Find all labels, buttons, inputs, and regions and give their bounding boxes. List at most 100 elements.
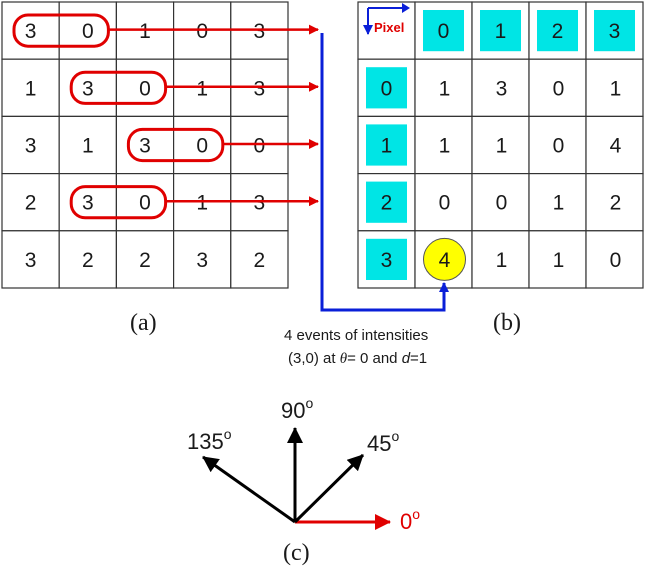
matrix-a-value: 1 <box>25 77 37 100</box>
matrix-a-value: 1 <box>196 77 208 100</box>
matrix-a-value: 2 <box>139 249 151 272</box>
matrix-a-value: 3 <box>25 249 37 272</box>
col-header-box <box>480 10 521 52</box>
matrix-b-cell <box>471 58 530 118</box>
row-header-box <box>366 67 407 109</box>
col-header-label: 3 <box>609 20 621 43</box>
matrix-b-value: 0 <box>553 135 565 158</box>
angle-45-label: 45o <box>367 428 399 456</box>
matrix-a-value: 3 <box>25 135 37 158</box>
matrix-b-cell <box>585 115 644 175</box>
matrix-b-cell <box>585 230 644 289</box>
matrix-a-value: 3 <box>82 77 94 100</box>
matrix-a-value: 0 <box>139 192 151 215</box>
matrix-a-value: 3 <box>82 192 94 215</box>
angle-135-label: 135o <box>187 426 232 454</box>
matrix-a-cell <box>58 115 118 175</box>
pixel-corner-arrow: Pixel <box>363 3 410 35</box>
matrix-b-value: 0 <box>439 192 451 215</box>
matrix-b-value: 1 <box>610 77 622 100</box>
matrix-a-value: 0 <box>196 20 208 43</box>
matrix-b-cell <box>528 115 587 175</box>
col-header-label: 0 <box>438 20 450 43</box>
connector-arrow <box>320 33 449 312</box>
row-header-box <box>366 181 407 223</box>
row-header-box <box>366 124 407 166</box>
col-header-box <box>537 10 578 52</box>
matrix-a-value: 2 <box>82 249 94 272</box>
matrix-a-cell <box>230 230 289 289</box>
row-header-label: 3 <box>381 249 393 272</box>
pixel-arrow-right-head <box>402 3 410 13</box>
matrix-b-cell <box>528 173 587 232</box>
matrix-b-value: 1 <box>496 249 508 272</box>
arrow-45-deg <box>293 453 365 524</box>
annotation-d: d <box>402 350 411 367</box>
matrix-a-value: 0 <box>82 20 94 43</box>
label-b: (b) <box>493 310 521 336</box>
matrix-a-value: 2 <box>254 249 266 272</box>
matrix-b-value: 3 <box>496 77 508 100</box>
annotation-line2-post: =1 <box>410 350 427 367</box>
matrix-a-value: 0 <box>196 135 208 158</box>
direction-diagram: 0o 45o 90o 135o <box>187 395 420 534</box>
annotation-line1: 4 events of intensities <box>284 327 428 344</box>
matrix-b-value: 1 <box>553 249 565 272</box>
blue-connector <box>320 33 449 312</box>
pair-highlights <box>12 13 319 220</box>
matrix-a-cell <box>1 1 60 60</box>
matrix-a-cell <box>58 230 118 289</box>
arrow-135-deg <box>202 455 296 524</box>
matrix-a-value: 1 <box>139 20 151 43</box>
highlight-circle <box>423 237 466 281</box>
pair-highlight <box>126 127 225 163</box>
matrix-b-value: 2 <box>610 192 622 215</box>
matrix-b-value: 1 <box>496 135 508 158</box>
matrix-a-value: 3 <box>25 20 37 43</box>
label-c: (c) <box>283 540 310 566</box>
row-header-label: 1 <box>381 135 393 158</box>
matrix-a-value: 3 <box>139 135 151 158</box>
col-header-label: 1 <box>495 20 507 43</box>
matrix-a-value: 3 <box>196 249 208 272</box>
matrix-a-value: 3 <box>254 192 266 215</box>
angle-0-label: 0o <box>400 506 420 534</box>
matrix-a-value: 0 <box>139 77 151 100</box>
matrix-a-cell <box>58 1 118 60</box>
label-a: (a) <box>130 310 157 336</box>
matrix-b-value: 0 <box>553 77 565 100</box>
matrix-b-value: 4 <box>610 135 622 158</box>
annotation-line2-pre: (3,0) at <box>288 350 340 367</box>
matrix-b-value: 1 <box>553 192 565 215</box>
matrix-b-cell <box>585 173 644 232</box>
matrix-a-value: 3 <box>254 77 266 100</box>
col-header-box <box>423 10 464 52</box>
matrix-b-cell <box>528 230 587 289</box>
annotation-line2: (3,0) at θ= 0 and d=1 <box>288 350 427 367</box>
matrix-b-cell <box>471 230 530 289</box>
matrix-a-cell <box>115 230 175 289</box>
matrix-a-value: 0 <box>254 135 266 158</box>
matrix-a-cell <box>58 58 118 118</box>
matrix-b-value: 1 <box>439 135 451 158</box>
pixel-label: Pixel <box>374 20 404 35</box>
matrix-a-cell <box>115 58 175 118</box>
matrix-a-value: 1 <box>196 192 208 215</box>
row-header-label: 2 <box>381 192 393 215</box>
matrix-b-value: 4 <box>439 249 451 272</box>
matrix-a-cell <box>1 230 60 289</box>
matrix-b-cell <box>471 173 530 232</box>
row-header-box <box>366 238 407 280</box>
matrix-a-value: 1 <box>82 135 94 158</box>
annotation-theta: θ <box>340 351 348 367</box>
matrix-a-cell <box>1 115 60 175</box>
matrix-a-value: 3 <box>254 20 266 43</box>
matrix-b-value: 0 <box>496 192 508 215</box>
row-header-label: 0 <box>381 77 393 100</box>
matrix-a-value: 2 <box>25 192 37 215</box>
col-header-box <box>594 10 635 52</box>
angle-90-label: 90o <box>281 395 313 423</box>
matrix-b-cell <box>528 58 587 118</box>
